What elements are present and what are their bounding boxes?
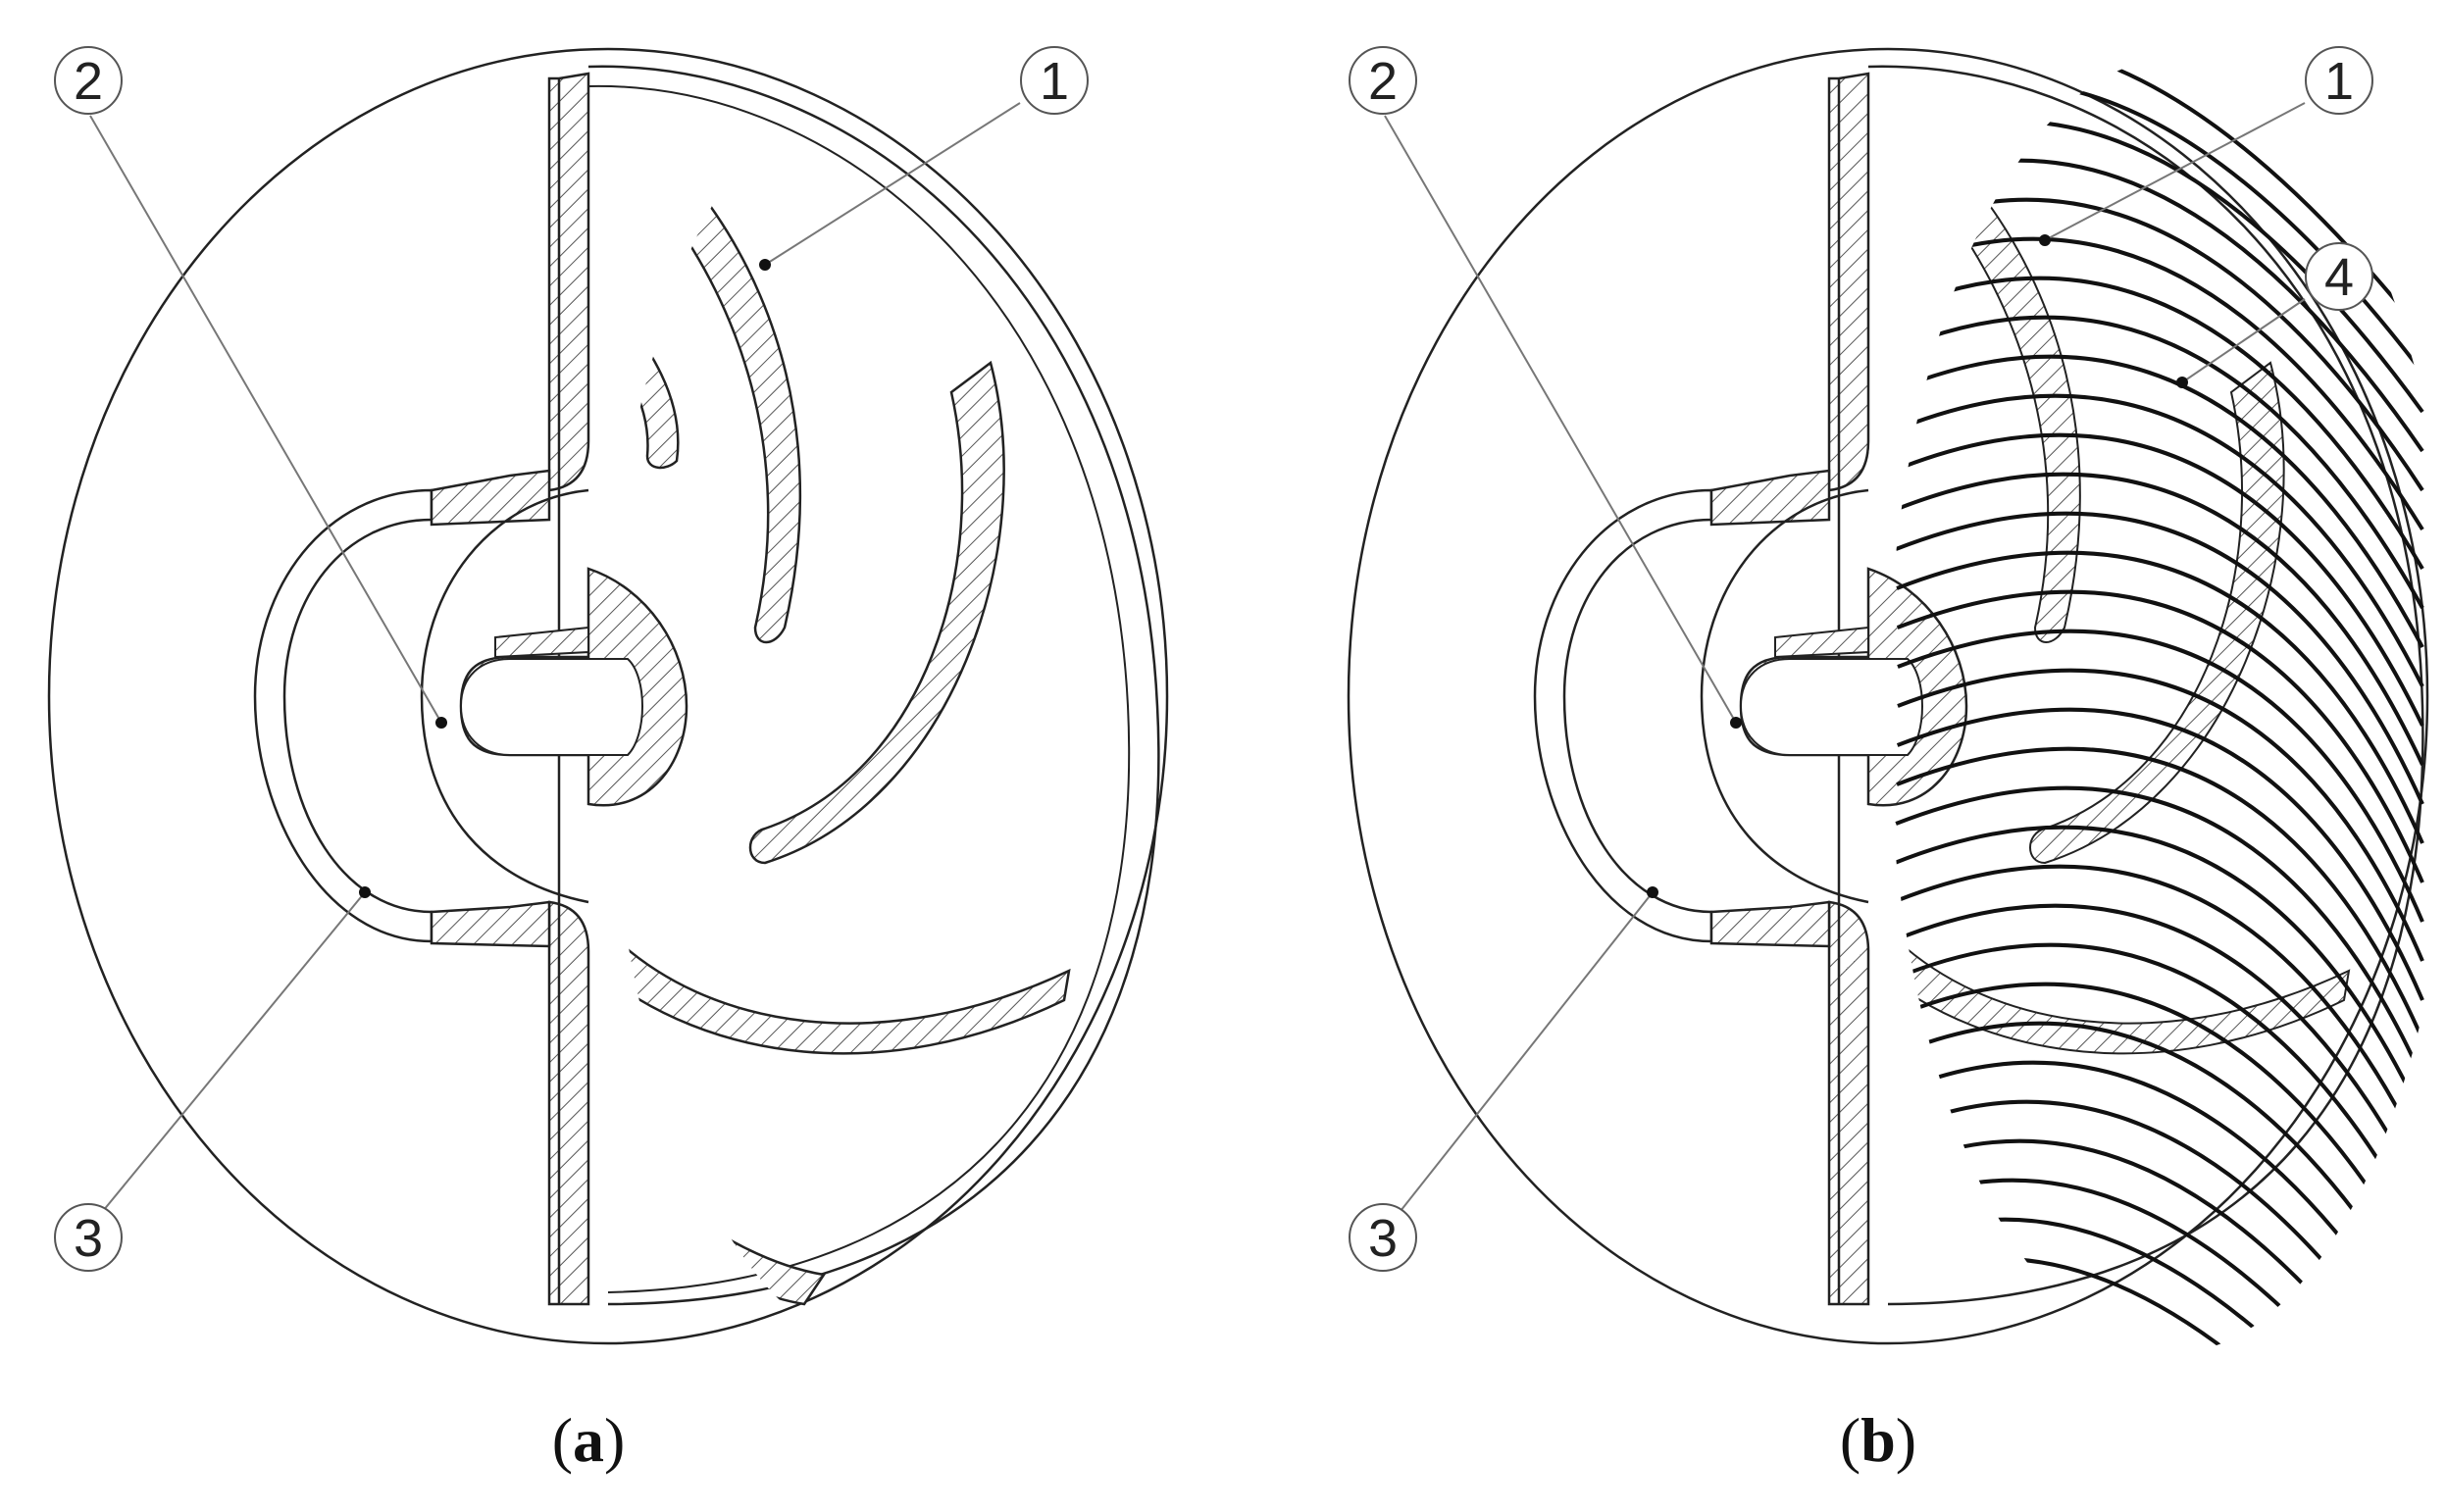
hub-disc bbox=[420, 488, 589, 904]
shroud-rim-inner bbox=[587, 84, 1131, 1293]
shaft-keyway bbox=[494, 626, 589, 659]
shroud-rim bbox=[1867, 65, 2424, 1306]
eye-flange-bottom bbox=[1709, 900, 1831, 948]
callout-label: 3 bbox=[1368, 1209, 1398, 1268]
hub-wall-section-lower bbox=[1827, 900, 1870, 1306]
groove-line bbox=[1896, 746, 2424, 1040]
groove-line bbox=[1890, 903, 2424, 1197]
callout-label: 1 bbox=[1040, 52, 1069, 111]
groove-line bbox=[1888, 942, 2424, 1236]
panel-b: 1 2 3 4 (b) bbox=[1347, 46, 2429, 1475]
callout-label: 4 bbox=[2324, 248, 2354, 307]
eye-flange-bottom bbox=[430, 900, 551, 948]
hub-disc bbox=[1700, 488, 1869, 904]
caption-a: (a) bbox=[552, 1405, 626, 1475]
callout-label: 1 bbox=[2324, 52, 2354, 111]
callout-1-a: 1 bbox=[759, 46, 1089, 271]
caption-b: (b) bbox=[1840, 1405, 1916, 1475]
groove-line bbox=[1888, 315, 2424, 609]
groove-line bbox=[1896, 550, 2424, 844]
blade bbox=[748, 360, 1005, 865]
shaft-bore-hole bbox=[459, 658, 643, 756]
callout-3-a: 3 bbox=[54, 886, 371, 1272]
groove-line bbox=[1890, 393, 2424, 687]
callout-label: 2 bbox=[74, 52, 103, 111]
callout-label: 2 bbox=[1368, 52, 1398, 111]
groove-line bbox=[1895, 785, 2424, 1080]
groove-line bbox=[1894, 472, 2424, 766]
callout-4-b: 4 bbox=[2176, 242, 2373, 388]
groove-line bbox=[1892, 864, 2424, 1158]
groove-line bbox=[1896, 589, 2424, 883]
shaft-keyway bbox=[1774, 626, 1869, 659]
hub-wall-section-lower bbox=[547, 900, 590, 1306]
hub-wall-section bbox=[1827, 72, 1870, 492]
callout-2-a: 2 bbox=[54, 46, 447, 729]
callout-2-b: 2 bbox=[1349, 46, 1742, 729]
groove-line bbox=[1888, 59, 2424, 335]
hub-wall-section bbox=[547, 72, 590, 492]
groove-line bbox=[1888, 354, 2424, 648]
groove-line bbox=[1897, 629, 2424, 923]
callout-1-b: 1 bbox=[2039, 46, 2373, 246]
groove-line bbox=[1897, 668, 2424, 962]
blade bbox=[608, 929, 1071, 1055]
callout-3-b: 3 bbox=[1349, 886, 1658, 1272]
groove-line bbox=[1892, 432, 2424, 727]
groove-line bbox=[1896, 707, 2424, 1001]
groove-line bbox=[1894, 825, 2424, 1119]
panel-a: 1 2 3 (a) bbox=[47, 46, 1169, 1475]
blade bbox=[1888, 930, 2351, 1055]
callout-label: 3 bbox=[74, 1209, 103, 1268]
shaft-bore-hole bbox=[1739, 658, 1923, 756]
shroud-rim bbox=[587, 65, 1160, 1306]
groove-line bbox=[1888, 982, 2424, 1276]
groove-line bbox=[1888, 276, 2424, 571]
groove-line bbox=[1895, 511, 2424, 805]
